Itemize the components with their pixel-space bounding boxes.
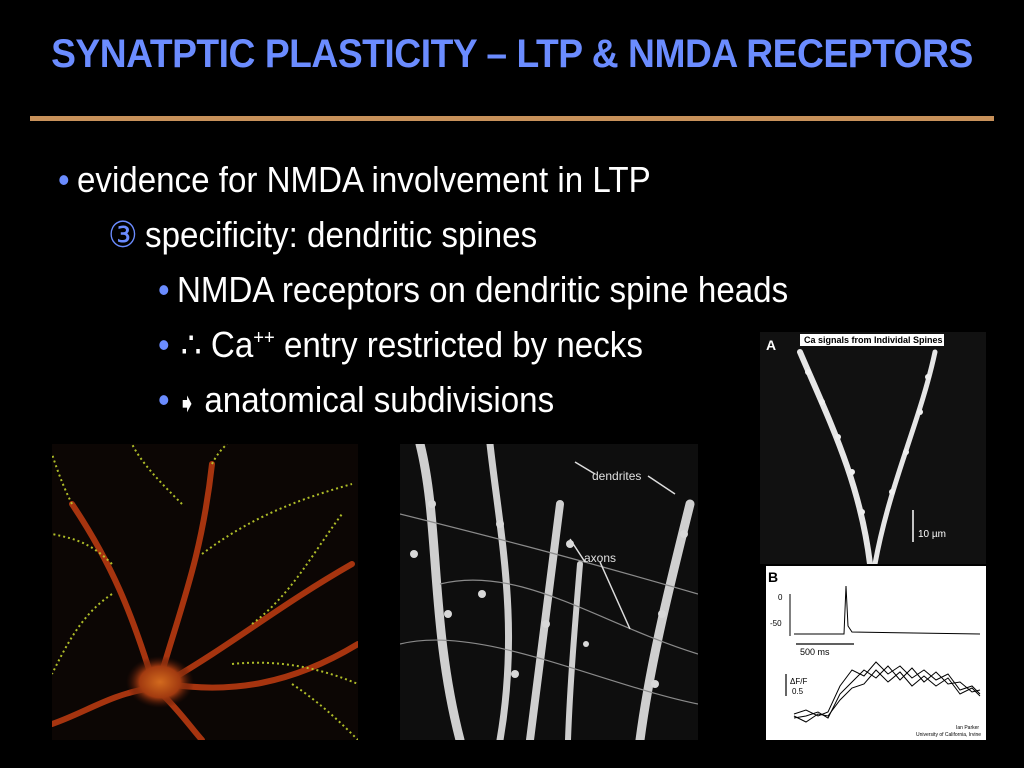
bullet-ca-text: entry restricted by necks — [283, 324, 643, 365]
arrowhead-icon: ➧ — [176, 388, 198, 418]
label-dendrites: dendrites — [592, 469, 641, 483]
credit-affiliation: University of California, Irvine — [916, 732, 981, 738]
bullet-specificity-text: specificity: dendritic spines — [145, 214, 538, 255]
therefore-icon: ∴ — [180, 324, 202, 365]
scale-bar-label: 10 µm — [918, 529, 946, 540]
bullet-nmda-receptors: •NMDA receptors on dendritic spine heads — [158, 270, 788, 310]
bullet-dot-icon: • — [58, 159, 70, 200]
bullet-evidence: •evidence for NMDA involvement in LTP — [58, 160, 651, 200]
calcium-text: Ca — [210, 324, 254, 365]
bullet-evidence-text: evidence for NMDA involvement in LTP — [76, 159, 651, 200]
dendrites-axons-micrograph: dendrites axons — [400, 444, 698, 740]
bullet-ca-entry: •∴Ca++ entry restricted by necks — [158, 325, 643, 365]
slide-title: SYNATPTIC PLASTICITY – LTP & NMDA RECEPT… — [51, 32, 973, 76]
bullet-nmda-text: NMDA receptors on dendritic spine heads — [176, 269, 789, 310]
tick-minus-fifty: -50 — [770, 619, 782, 628]
panel-b-label: B — [768, 569, 778, 585]
credit-name: Ian Parker — [956, 725, 979, 731]
calcium-charge: ++ — [253, 327, 275, 349]
calcium-traces-figure: B 0 -50 500 ms ΔF/F 0.5 Ian Parker Unive… — [766, 566, 986, 740]
neuron-fluorescence-photo — [52, 444, 358, 740]
bullet-dot-icon: • — [158, 379, 170, 420]
panel-a-label: A — [766, 337, 776, 353]
df-value: 0.5 — [792, 687, 804, 696]
label-axons: axons — [584, 551, 616, 565]
circled-three-icon: ③ — [108, 214, 138, 255]
tick-zero: 0 — [778, 593, 783, 602]
bullet-subdivisions-text: anatomical subdivisions — [204, 379, 555, 420]
df-label: ΔF/F — [790, 677, 807, 686]
panel-a-title: Ca signals from Individal Spines — [804, 335, 943, 345]
bullet-dot-icon: • — [158, 324, 170, 365]
bullet-subdivisions: •➧anatomical subdivisions — [158, 380, 554, 423]
calcium-spines-image: Ca signals from Individal Spines A 10 µm — [760, 332, 986, 564]
bullet-dot-icon: • — [158, 269, 170, 310]
time-scale-label: 500 ms — [800, 647, 830, 657]
title-rule — [30, 116, 994, 121]
